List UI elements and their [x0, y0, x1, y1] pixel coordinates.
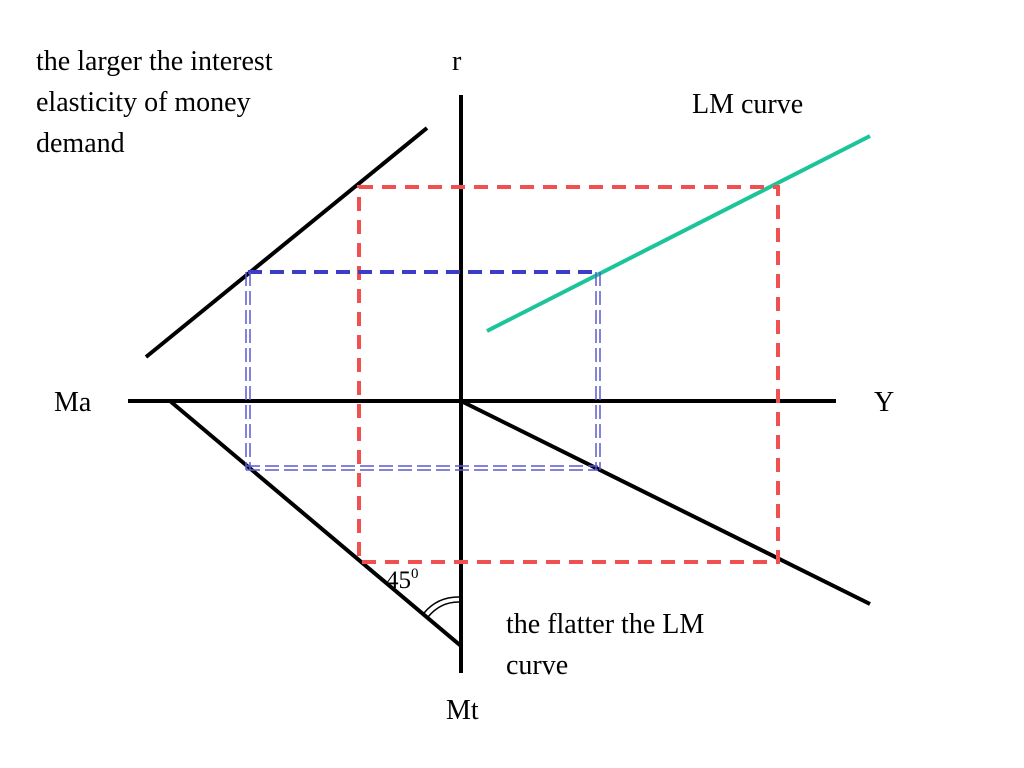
transaction-demand-line	[460, 399, 871, 606]
angle-value: 45	[386, 567, 411, 594]
angle-label: 450	[386, 554, 419, 601]
note-top-line-2: elasticity of money	[36, 87, 251, 118]
lm-curve-line	[486, 134, 871, 333]
money-demand-line	[144, 126, 429, 359]
r-axis-label: r	[452, 46, 462, 77]
flatter-lm-note: the flatter the LM curve	[506, 604, 704, 686]
blue-dashed-rectangle	[245, 270, 601, 471]
mt-axis-label: Mt	[446, 695, 479, 726]
note-bottom-line-1: the flatter the LM	[506, 609, 705, 640]
ma-axis-label: Ma	[54, 387, 92, 418]
red-dashed-rectangle	[357, 185, 780, 564]
angle-arc-outer	[423, 596, 462, 614]
angle-arc-inner	[427, 601, 462, 618]
note-bottom-line-2: curve	[506, 650, 569, 681]
angle-degree-mark: 0	[411, 566, 419, 582]
note-top-line-3: demand	[36, 128, 125, 159]
note-top-line-1: the larger the interest	[36, 46, 273, 77]
lm-curve-label: LM curve	[692, 89, 804, 120]
forty-five-degree-line	[168, 399, 463, 648]
y-axis-label: Y	[874, 387, 895, 418]
interest-elasticity-note: the larger the interest elasticity of mo…	[36, 41, 273, 164]
